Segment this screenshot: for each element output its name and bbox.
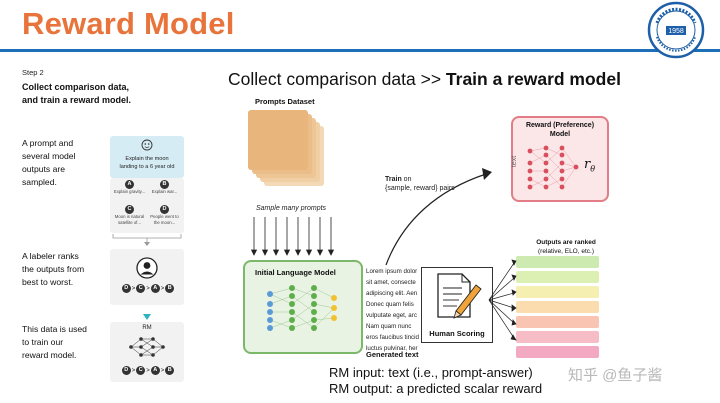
generated-text-label: Generated text <box>366 350 419 359</box>
university-logo: 1958 <box>647 1 705 59</box>
output-letter-badge: A <box>125 180 134 189</box>
prompts-dataset-stack <box>248 110 324 186</box>
r-theta-label: rθ <box>584 157 596 174</box>
rm-input-text: RM input: text (i.e., prompt-answer) <box>329 365 533 380</box>
reward-network-icon <box>527 145 579 190</box>
rank-a: A <box>150 284 160 293</box>
prompt-text: Explain the moon landing to a 6 year old <box>119 156 175 170</box>
prompt-icon <box>141 139 153 151</box>
reward-model-label: Reward (Preference) Model <box>525 122 595 138</box>
labeler-icon <box>136 257 158 279</box>
train-arrow <box>385 168 492 266</box>
rm-ranking-row: D > C > A > B <box>117 366 179 375</box>
ranked-output-bar <box>516 256 599 268</box>
step-heading-line1: Collect comparison data, <box>22 82 130 92</box>
scoring-arrows <box>488 259 517 341</box>
ranked-output-bar <box>516 316 599 328</box>
train-label: Train on {sample, reward} pairs <box>385 176 455 192</box>
header-divider <box>0 49 720 52</box>
output-letter-badge: D <box>160 205 169 214</box>
rm-network-icon <box>129 337 165 357</box>
document-pen-icon <box>437 273 482 319</box>
ranked-output-bar <box>516 331 599 343</box>
ranked-output-bar <box>516 346 599 358</box>
step-label: Step 2 <box>22 68 44 77</box>
outputs-ranked-label: Outputs are ranked (relative, ELO, etc.) <box>536 239 596 255</box>
rm-label: RM <box>142 325 152 331</box>
ranking-row: D > C > A > B <box>117 284 179 293</box>
lm-network-icon <box>267 285 337 331</box>
text-input-label: text <box>511 155 519 168</box>
svg-text:1958: 1958 <box>668 28 684 35</box>
rank-d: D <box>121 284 131 293</box>
output-c: C Moon is natural satellite of... <box>114 205 145 225</box>
prompts-dataset-label: Prompts Dataset <box>255 97 315 106</box>
page-title: Reward Model <box>22 6 235 41</box>
step-heading-line2: and train a reward model. <box>22 95 132 105</box>
output-d: D People went to the moon... <box>150 205 179 225</box>
sample-arrows <box>250 217 335 256</box>
sample-prompts-label: Sample many prompts <box>256 205 327 212</box>
ranked-output-bar <box>516 301 599 313</box>
outputs-card <box>110 178 184 233</box>
watermark: 知乎 @鱼子酱 <box>568 367 663 384</box>
ranked-outputs-stack <box>516 256 599 358</box>
prompt-card <box>110 136 184 178</box>
bracket-arrow <box>112 234 182 246</box>
diagram-title: Collect comparison data >> Train a rewar… <box>228 69 621 89</box>
ranked-output-bar <box>516 271 599 283</box>
output-letter-badge: B <box>160 180 169 189</box>
rank-b: B <box>165 284 175 293</box>
rank-c: C <box>136 284 146 293</box>
output-letter-badge: C <box>125 205 134 214</box>
initial-lm-label: Initial Language Model <box>255 268 336 277</box>
rm-output-text: RM output: a predicted scalar reward <box>329 381 543 396</box>
ranked-output-bar <box>516 286 599 298</box>
human-scoring-label: Human Scoring <box>429 329 485 338</box>
initial-lm-box <box>243 260 363 354</box>
output-a: A Explain gravity... <box>113 180 146 194</box>
down-triangle-icon <box>143 314 151 320</box>
output-b: B Explain war... <box>151 180 178 194</box>
